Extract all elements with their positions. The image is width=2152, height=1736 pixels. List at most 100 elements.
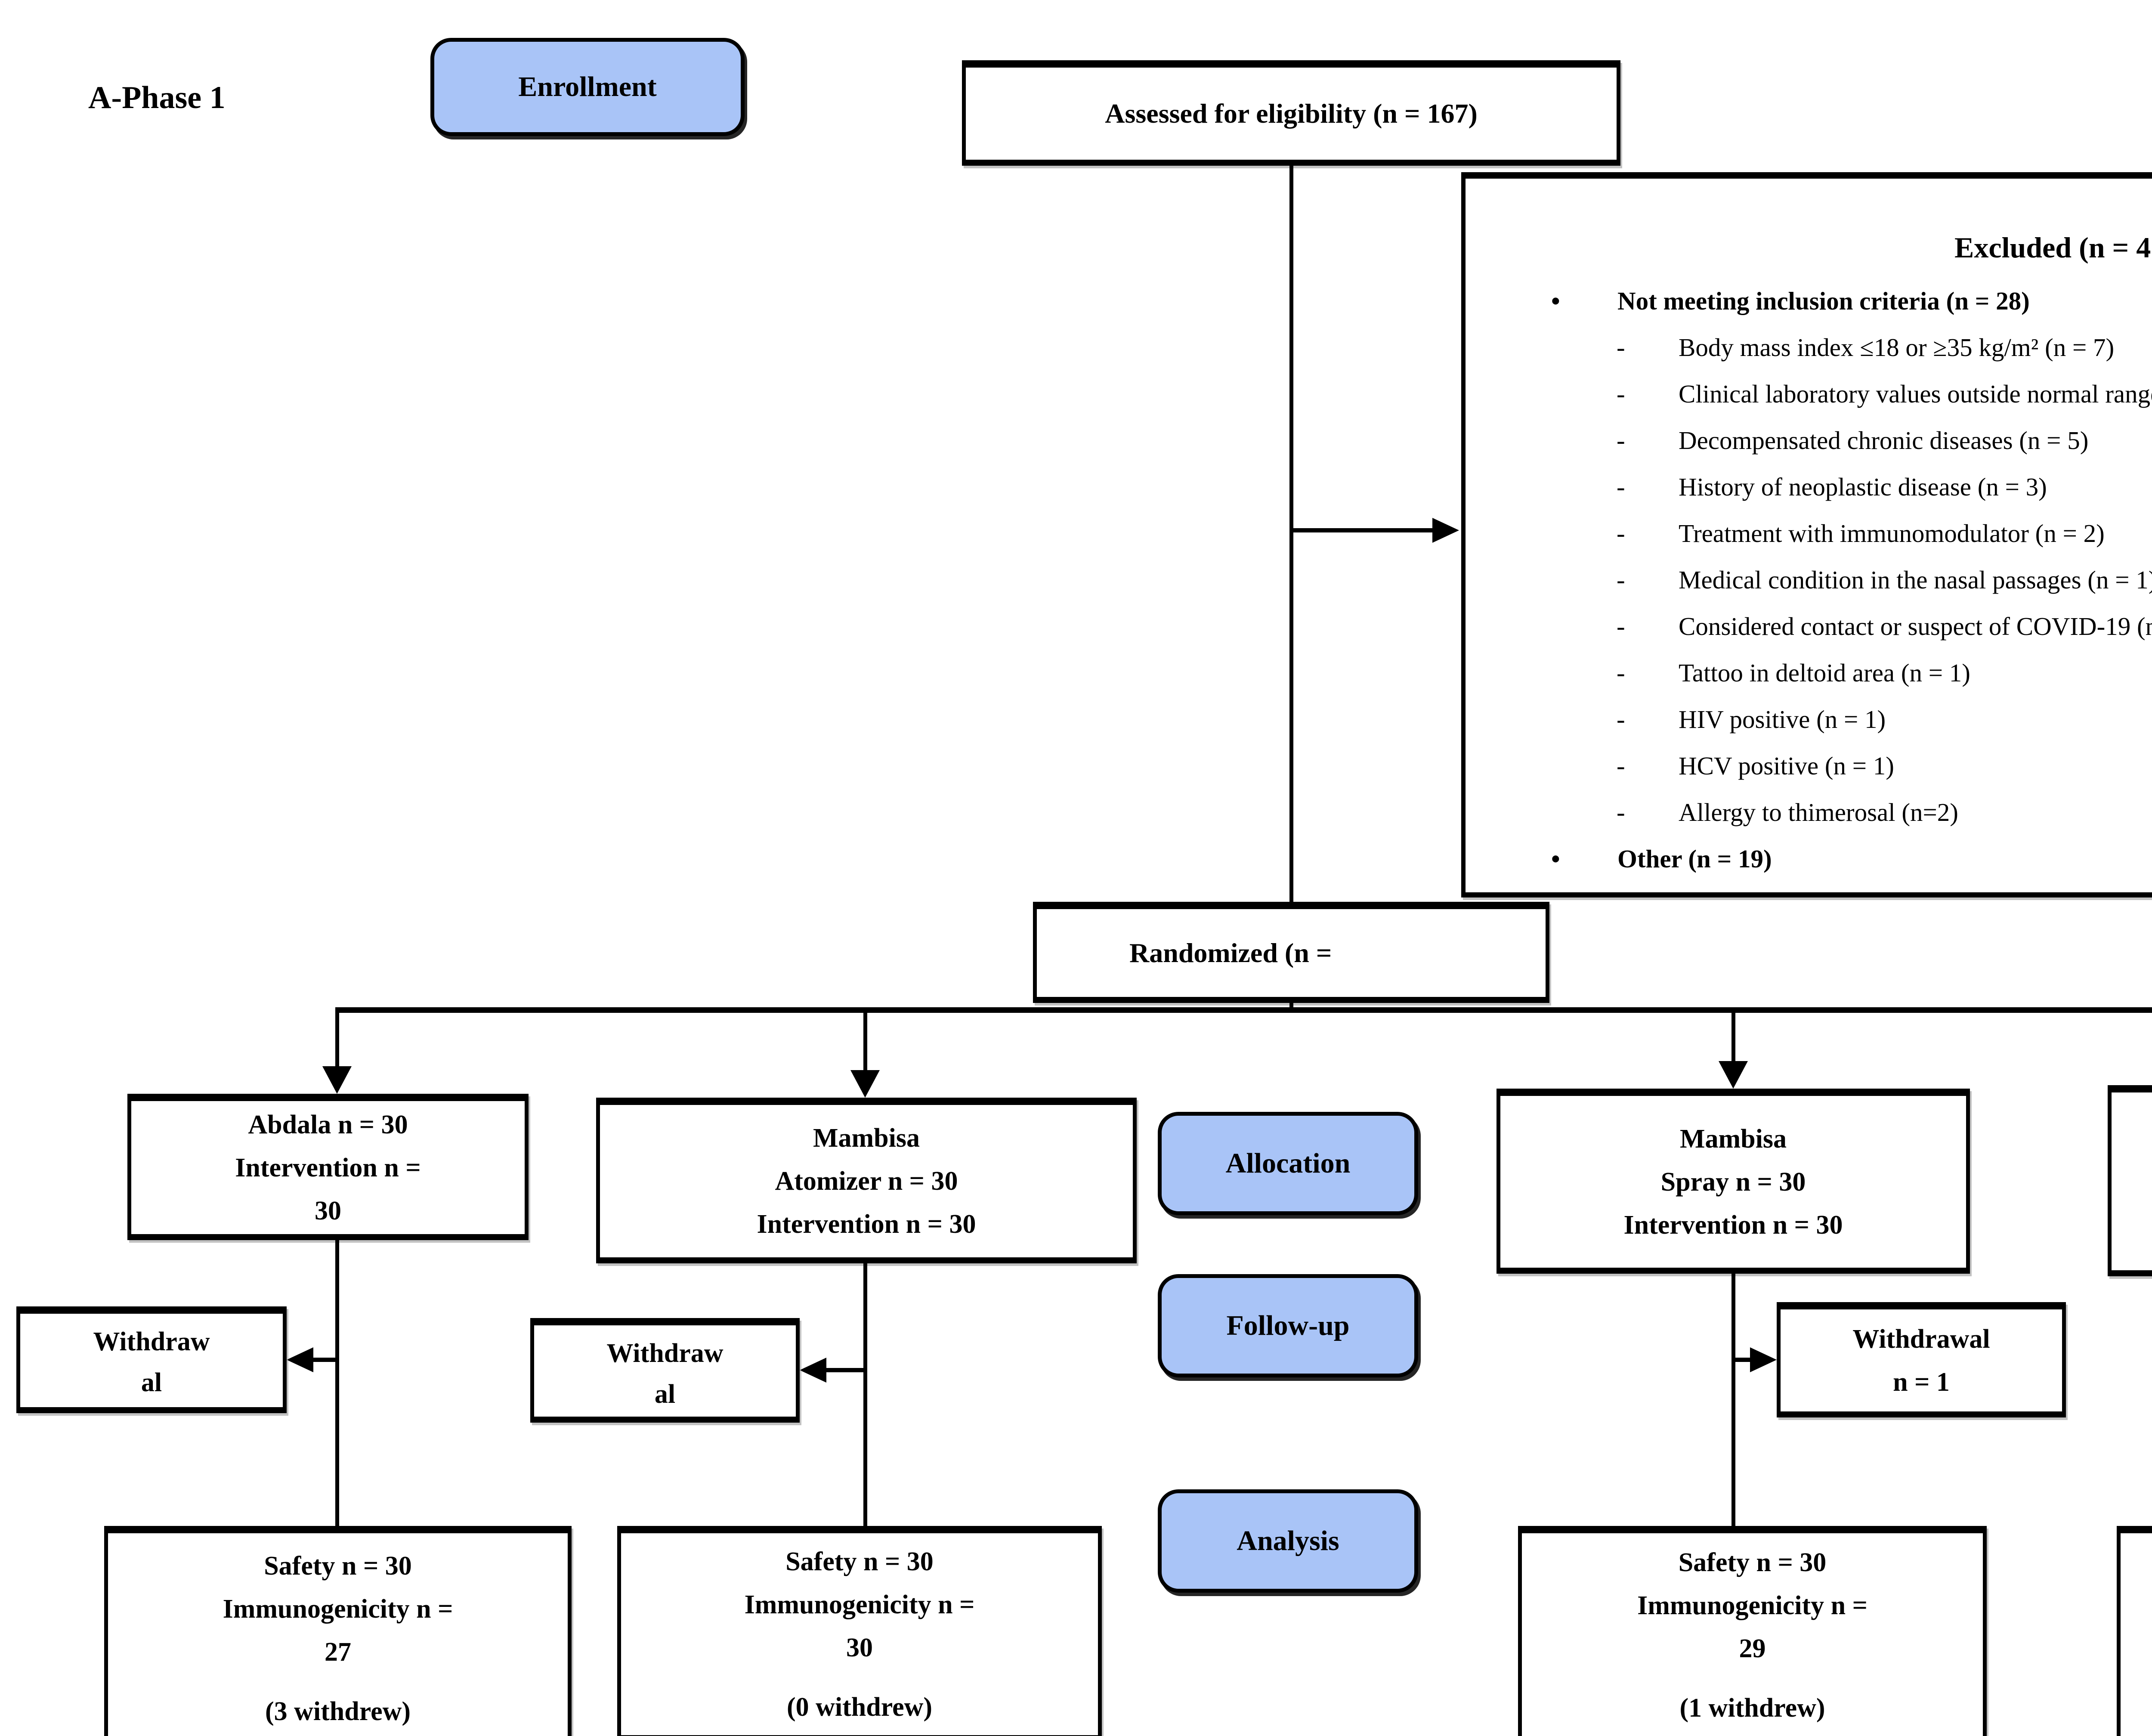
excluded-item-text: Tattoo in deltoid area (n = 1) xyxy=(1679,659,1970,687)
stage-follow-up: Follow-up xyxy=(1158,1274,1418,1377)
stage-enrollment: Enrollment xyxy=(430,38,745,136)
excluded-item-text: No attending to inclusion consult (n=19) xyxy=(1679,882,2091,892)
dash-icon: - xyxy=(1617,705,1625,733)
arm1-alloc-line: Intervention n = xyxy=(235,1153,421,1182)
stage-analysis-label: Analysis xyxy=(1237,1525,1339,1557)
dash-icon: - xyxy=(1617,380,1625,408)
arm2-safety-line: Immunogenicity n = xyxy=(744,1590,975,1619)
excluded-item: - No attending to inclusion consult (n=1… xyxy=(1491,882,2152,892)
bullet-icon: • xyxy=(1551,845,1560,873)
connector-arm3-down xyxy=(1731,1012,1735,1061)
dash-icon: - xyxy=(1617,798,1625,826)
connector-arm3-withdrawal xyxy=(1731,1358,1751,1362)
arm2-alloc-line: Mambisa xyxy=(813,1123,920,1153)
dash-icon: - xyxy=(1617,333,1625,362)
arrow-right-excluded-icon xyxy=(1432,518,1459,543)
excluded-item-text: Treatment with immunomodulator (n = 2) xyxy=(1679,519,2105,548)
arrow-down-arm2-icon xyxy=(850,1070,880,1098)
excluded-group-label: • Not meeting inclusion criteria (n = 28… xyxy=(1491,278,2152,324)
assessed-box: Assessed for eligibility (n = 167) xyxy=(962,60,1620,166)
bullet-icon: • xyxy=(1551,287,1560,315)
excluded-item: - HIV positive (n = 1) xyxy=(1491,696,2152,743)
randomized-text: Randomized (n = xyxy=(1129,938,1332,968)
dash-icon: - xyxy=(1617,612,1625,641)
connector-arm2-safety xyxy=(863,1263,867,1526)
arm2-withdrawal-box: Withdraw al 0 xyxy=(530,1318,800,1423)
arm3-safety-note: (1 withdrew) xyxy=(1679,1693,1825,1723)
dash-icon: - xyxy=(1617,473,1625,501)
excluded-item: - Body mass index ≤18 or ≥35 kg/m² (n = … xyxy=(1491,324,2152,371)
phase-label: A-Phase 1 xyxy=(88,80,226,115)
arm2-withdrawal-line: al xyxy=(654,1380,676,1409)
arm4-allocation-box: Mambisa Dropper n = 30 Intervention n = … xyxy=(2108,1085,2152,1276)
arm2-safety-box: Safety n = 30 Immunogenicity n = 30 (0 w… xyxy=(617,1526,1102,1736)
dash-icon: - xyxy=(1617,659,1625,687)
assessed-text: Assessed for eligibility (n = 167) xyxy=(1105,98,1478,129)
arrow-left-withdrawal1-icon xyxy=(287,1347,313,1372)
arm3-safety-box: Safety n = 30 Immunogenicity n = 29 (1 w… xyxy=(1518,1526,1987,1736)
arm4-safety-box: Safety n = 30 Immunogenicity n = 29 (1 w… xyxy=(2117,1526,2152,1736)
arm2-safety-note: (0 withdrew) xyxy=(786,1692,933,1722)
arm3-withdrawal-line: n = 1 xyxy=(1893,1367,1950,1397)
arm1-alloc-line: Abdala n = 30 xyxy=(248,1110,408,1139)
excluded-item: - History of neoplastic disease (n = 3) xyxy=(1491,464,2152,510)
excluded-item-text: Body mass index ≤18 or ≥35 kg/m² (n = 7) xyxy=(1679,333,2115,362)
excluded-item-text: Decompensated chronic diseases (n = 5) xyxy=(1679,426,2089,455)
arm3-alloc-line: Spray n = 30 xyxy=(1660,1167,1806,1197)
excluded-item-text: HCV positive (n = 1) xyxy=(1679,752,1894,780)
excluded-item-text: History of neoplastic disease (n = 3) xyxy=(1679,473,2047,501)
dash-icon: - xyxy=(1617,882,1679,892)
arm3-safety-line: 29 xyxy=(1739,1634,1766,1663)
arm1-withdrawal-line: al xyxy=(141,1368,162,1397)
connector-arm1-down xyxy=(335,1012,339,1066)
excluded-item-text: HIV positive (n = 1) xyxy=(1679,705,1886,733)
randomized-box: Randomized (n = xyxy=(1033,902,1549,1003)
arm3-withdrawal-box: Withdrawal n = 1 xyxy=(1777,1302,2066,1417)
connector-arm2-withdrawal xyxy=(826,1368,865,1372)
arm2-alloc-line: Atomizer n = 30 xyxy=(775,1167,958,1196)
excluded-item: - Allergy to thimerosal (n=2) xyxy=(1491,789,2152,836)
excluded-group-text: Not meeting inclusion criteria (n = 28) xyxy=(1617,287,2030,315)
excluded-group-label: • Other (n = 19) xyxy=(1491,836,2152,882)
excluded-item: - Medical condition in the nasal passage… xyxy=(1491,557,2152,603)
excluded-item-text: Clinical laboratory values outside norma… xyxy=(1679,380,2152,408)
arm3-withdrawal-line: Withdrawal xyxy=(1852,1324,1990,1354)
connector-arm1-withdrawal xyxy=(313,1358,337,1362)
excluded-item: - HCV positive (n = 1) xyxy=(1491,743,2152,789)
arm1-safety-box: Safety n = 30 Immunogenicity n = 27 (3 w… xyxy=(104,1526,572,1736)
arm1-safety-line: Safety n = 30 xyxy=(264,1551,412,1581)
connector-arm3-safety xyxy=(1731,1274,1735,1526)
arm3-safety-line: Immunogenicity n = xyxy=(1637,1591,1868,1620)
arm1-withdrawal-line: 3 xyxy=(145,1403,158,1407)
arrow-left-withdrawal2-icon xyxy=(800,1358,826,1383)
arm3-safety-line: Safety n = 30 xyxy=(1678,1548,1827,1577)
arm3-alloc-line: Intervention n = 30 xyxy=(1623,1210,1843,1240)
arm3-allocation-box: Mambisa Spray n = 30 Intervention n = 30 xyxy=(1497,1089,1970,1274)
connector-assessed-randomized xyxy=(1289,166,1293,902)
stage-follow-up-label: Follow-up xyxy=(1226,1310,1350,1341)
connector-arm1-safety xyxy=(335,1240,339,1526)
stage-allocation: Allocation xyxy=(1158,1112,1418,1215)
dash-icon: - xyxy=(1617,519,1625,548)
arm2-safety-line: Safety n = 30 xyxy=(785,1547,934,1576)
connector-randomized-stub xyxy=(1289,1002,1293,1008)
arm1-safety-line: 27 xyxy=(325,1637,351,1667)
dash-icon: - xyxy=(1617,566,1625,594)
excluded-item-text: Considered contact or suspect of COVID-1… xyxy=(1679,612,2152,641)
connector-excluded-line xyxy=(1291,528,1434,532)
excluded-item: - Clinical laboratory values outside nor… xyxy=(1491,371,2152,417)
arm2-safety-line: 30 xyxy=(846,1633,873,1662)
excluded-title: Excluded (n = 47) xyxy=(1954,231,2152,264)
arm1-withdrawal-box: Withdraw al 3 xyxy=(16,1306,287,1413)
stage-allocation-label: Allocation xyxy=(1225,1148,1351,1179)
excluded-box: Excluded (n = 47) • Not meeting inclusio… xyxy=(1461,172,2152,897)
arm2-withdrawal-line: 0 xyxy=(659,1415,672,1417)
arm1-allocation-box: Abdala n = 30 Intervention n = 30 xyxy=(127,1094,529,1240)
arm2-withdrawal-line: Withdraw xyxy=(606,1339,724,1368)
dash-icon: - xyxy=(1617,426,1625,455)
excluded-item-text: Allergy to thimerosal (n=2) xyxy=(1679,798,1958,826)
excluded-item: - Considered contact or suspect of COVID… xyxy=(1491,603,2152,650)
arrow-right-withdrawal3-icon xyxy=(1750,1347,1777,1372)
arm1-safety-note: (3 withdrew) xyxy=(265,1696,411,1726)
excluded-item: - Decompensated chronic diseases (n = 5) xyxy=(1491,417,2152,464)
